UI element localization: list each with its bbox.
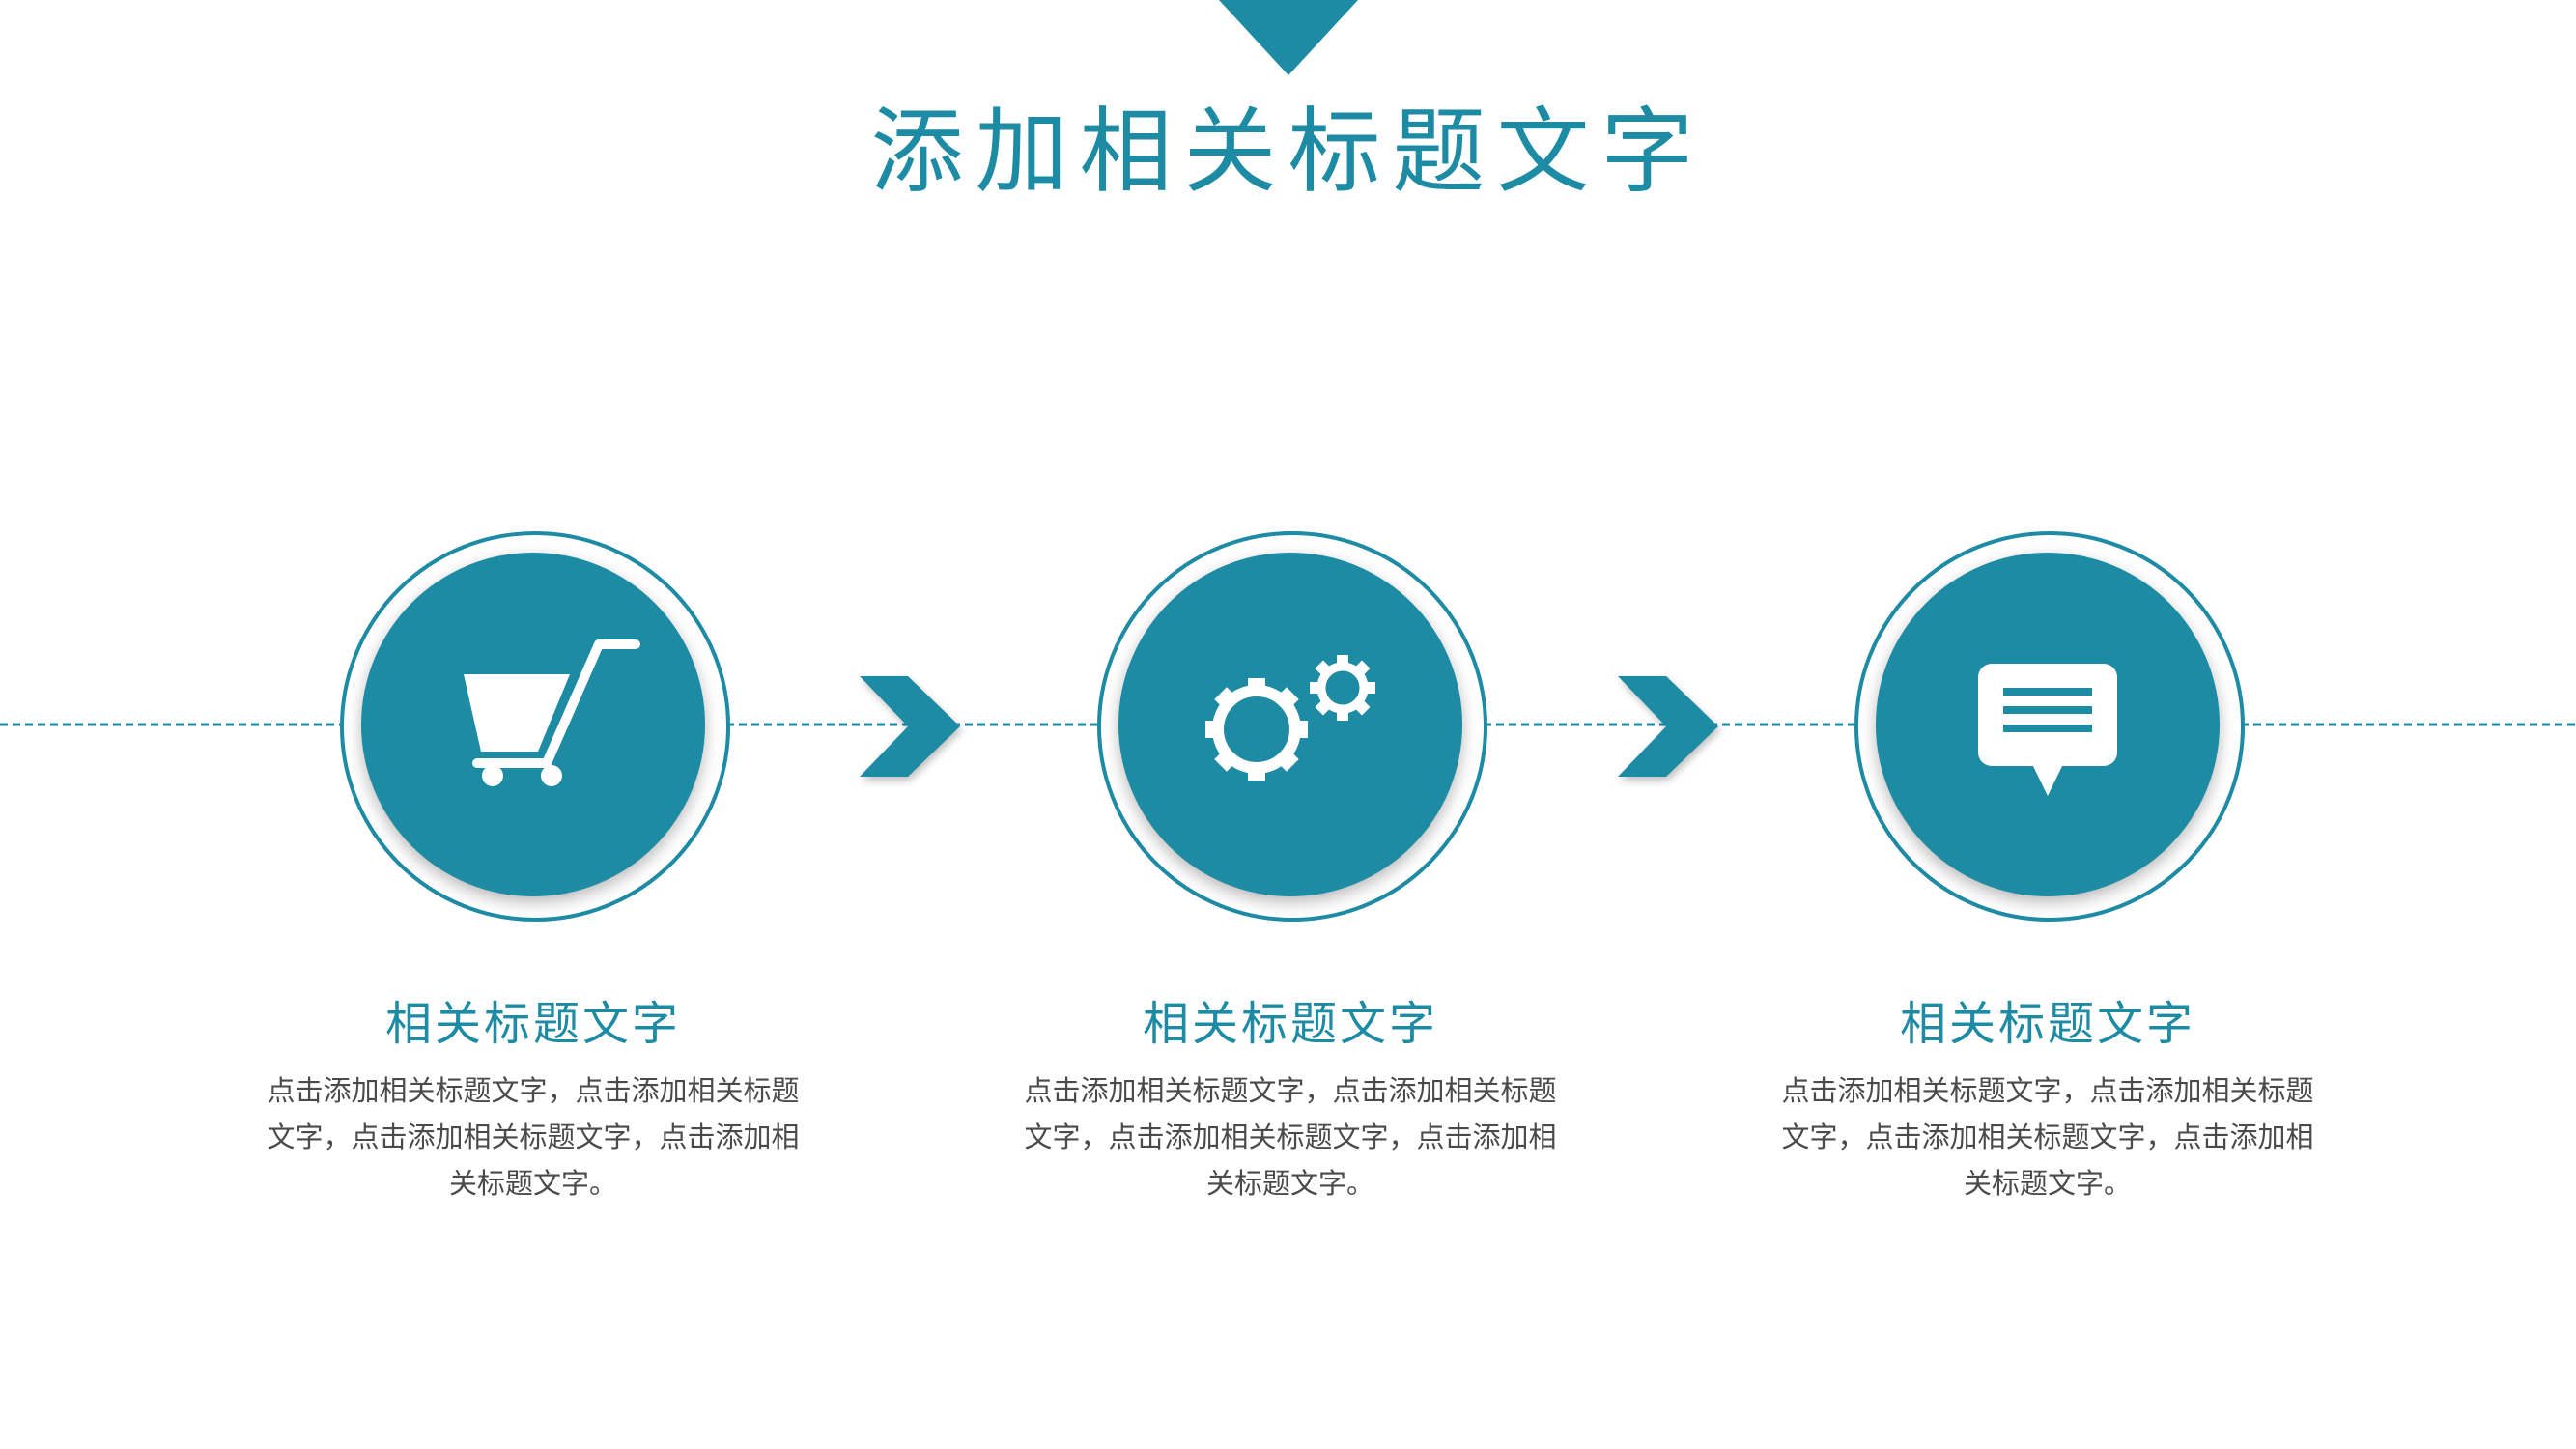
- chevron-right-icon: [1618, 676, 1718, 777]
- step-1-circle: [340, 531, 730, 922]
- chevron-right-icon: [860, 676, 960, 777]
- step-3-circle: [1854, 531, 2245, 922]
- chat-bubble-icon: [1978, 664, 2117, 796]
- step-1-text: 相关标题文字 点击添加相关标题文字，点击添加相关标题文字，点击添加相关标题文字，…: [243, 990, 823, 1207]
- step-2-circle: [1097, 531, 1487, 922]
- step-heading: 相关标题文字: [384, 997, 681, 1051]
- gears-icon: [1205, 655, 1375, 781]
- step-description: 点击添加相关标题文字，点击添加相关标题文字，点击添加相关标题文字，点击添加相关标…: [267, 1074, 800, 1200]
- step-heading: 相关标题文字: [1899, 997, 2195, 1051]
- step-description: 点击添加相关标题文字，点击添加相关标题文字，点击添加相关标题文字，点击添加相关标…: [1024, 1074, 1557, 1200]
- step-3-text: 相关标题文字 点击添加相关标题文字，点击添加相关标题文字，点击添加相关标题文字，…: [1758, 990, 2337, 1207]
- page-title: 添加相关标题文字: [870, 98, 1706, 206]
- step-description: 点击添加相关标题文字，点击添加相关标题文字，点击添加相关标题文字，点击添加相关标…: [1781, 1074, 2314, 1200]
- step-heading: 相关标题文字: [1142, 997, 1438, 1051]
- step-2-text: 相关标题文字 点击添加相关标题文字，点击添加相关标题文字，点击添加相关标题文字，…: [1001, 990, 1580, 1207]
- shopping-cart-icon: [464, 639, 640, 786]
- top-triangle-decoration: [1219, 0, 1358, 75]
